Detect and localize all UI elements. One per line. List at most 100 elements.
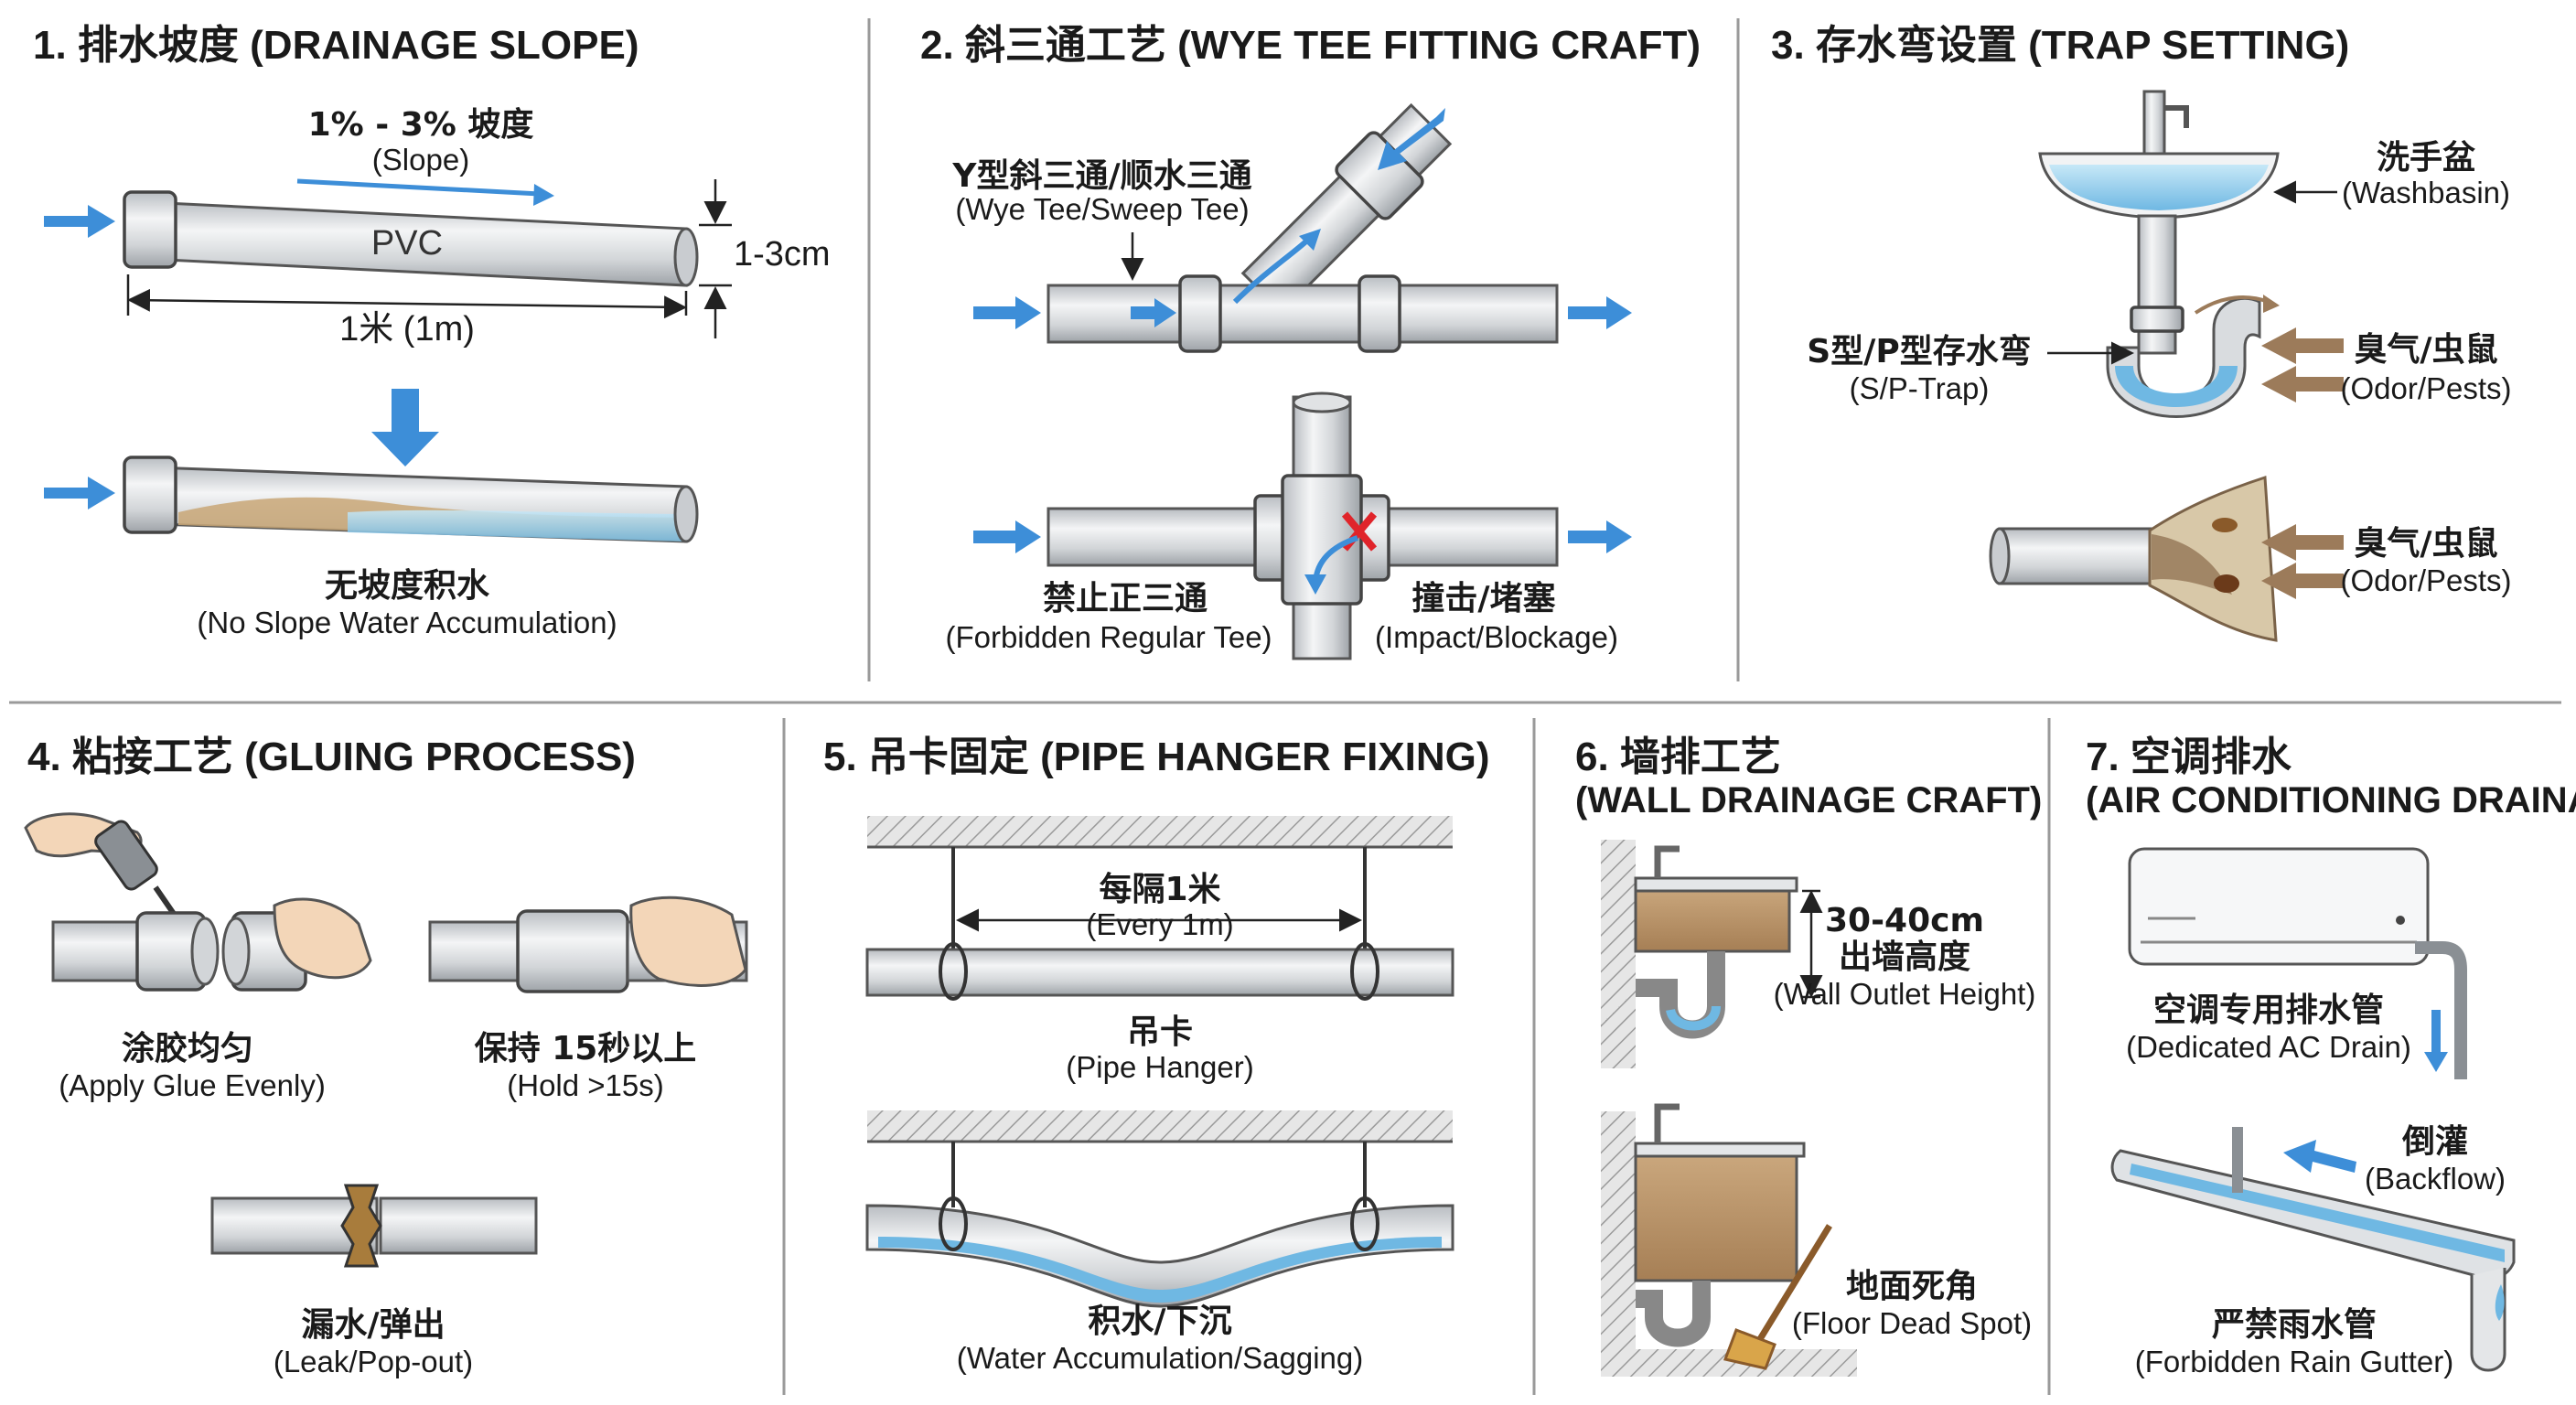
section-6-title-line1: 6. 墙排工艺 [1575, 735, 1781, 779]
inflow-arrow-bottom [44, 477, 115, 509]
section-1-title: 1. 排水坡度 (DRAINAGE SLOPE) [33, 23, 639, 68]
trap-label-en: (S/P-Trap) [1850, 371, 1990, 405]
flat-pipe-end [673, 485, 699, 543]
hold-pipe-left [428, 920, 523, 982]
section-7-title-line1: 7. 空调排水 [2086, 735, 2292, 779]
leak-pipe-right [379, 1196, 538, 1255]
trap-flow-arrow [2194, 295, 2270, 315]
section-5-title: 5. 吊卡固定 (PIPE HANGER FIXING) [823, 735, 1490, 779]
wye-main-pipe [1046, 284, 1559, 344]
pipe-socket [123, 190, 177, 269]
hanger-en: (Pipe Hanger) [1066, 1050, 1253, 1084]
sagging-pipe [865, 1204, 1454, 1308]
wall-trap-1-water [1666, 1005, 1721, 1031]
odor-2-cn: 臭气/虫鼠 [2354, 525, 2497, 563]
cockroach-icon [2212, 518, 2238, 532]
basin-label-cn: 洗手盆 [2377, 139, 2475, 177]
drain-cn: 空调专用排水管 [2153, 992, 2384, 1029]
backflow-en: (Backflow) [2365, 1162, 2506, 1196]
leak-gap [340, 1184, 382, 1268]
hung-pipe [865, 948, 1454, 997]
tee-label-en: (Forbidden Regular Tee) [945, 620, 1272, 654]
odor-arrow-1 [2261, 327, 2344, 364]
slope-percent-label: 1% - 3% 坡度 [308, 106, 534, 144]
sag-en: (Water Accumulation/Sagging) [957, 1341, 1364, 1375]
gutter-water [2130, 1164, 2505, 1262]
section-drainage-slope: 1. 排水坡度 (DRAINAGE SLOPE) 1% - 3% 坡度 (Slo… [33, 23, 831, 639]
wye-socket-left [1178, 274, 1222, 353]
section-gluing: 4. 粘接工艺 (GLUING PROCESS) 涂胶均匀 (Apply Glu… [24, 735, 748, 1378]
section-trap: 3. 存水弯设置 (TRAP SETTING) 洗手盆 (Washbasin) … [1771, 22, 2512, 642]
open-pipe-end [1989, 527, 2011, 585]
right-hand [273, 897, 372, 980]
backflow-arrow [2283, 1140, 2356, 1173]
flat-pipe-socket [123, 456, 177, 534]
standing-water [348, 509, 684, 542]
spacing-en: (Every 1m) [1086, 907, 1233, 941]
section-2-title: 2. 斜三通工艺 (WYE TEE FITTING CRAFT) [920, 23, 1701, 68]
faucet-spout [2164, 105, 2189, 128]
height-value: 30-40cm [1825, 902, 1984, 939]
glue-cn: 涂胶均匀 [122, 1030, 253, 1067]
backflow-cn: 倒灌 [2401, 1123, 2468, 1161]
tee-body-vertical [1281, 474, 1363, 606]
counter-1-top [1634, 876, 1798, 893]
leak-cn: 漏水/弹出 [301, 1306, 445, 1344]
tee-top-end [1292, 391, 1352, 413]
sag-clip-2 [1350, 1196, 1379, 1251]
hanger-clip-1 [939, 942, 968, 1001]
odor-arrow-3 [2261, 524, 2344, 561]
faucet-1 [1654, 845, 1680, 878]
odor-arrow-2 [2261, 366, 2344, 402]
downspout [2470, 1268, 2506, 1372]
sag-clip-1 [939, 1196, 968, 1251]
drain-en: (Dedicated AC Drain) [2126, 1030, 2411, 1064]
broom-handle [1757, 1224, 1832, 1341]
open-pipe [1998, 527, 2153, 585]
wall-1 [1601, 840, 1636, 1068]
ceiling-bottom [867, 1110, 1453, 1142]
trap-flow-arrow-head [2263, 295, 2280, 313]
tee-in-arrow [973, 520, 1041, 553]
basin-label-en: (Washbasin) [2342, 176, 2510, 209]
height-cn: 出墙高度 [1839, 938, 1970, 976]
wye-merge-arrow-head [1299, 229, 1321, 251]
tee-deflect-arrow-head [1304, 574, 1326, 595]
section-7-title-line2: (AIR CONDITIONING DRAINAGE) [2086, 780, 2576, 820]
counter-1 [1634, 885, 1791, 953]
faucet-2 [1654, 1103, 1680, 1143]
ceiling-top [867, 816, 1453, 847]
tee-label-cn: 禁止正三通 [1043, 580, 1208, 617]
wye-out-arrow [1568, 296, 1632, 329]
wye-branch-in-arrow [1378, 108, 1445, 170]
stain-shade [2152, 534, 2232, 595]
leak-en: (Leak/Pop-out) [274, 1345, 473, 1378]
cabinet-2 [1634, 1153, 1798, 1282]
ac-unit [2128, 847, 2430, 966]
trap-nut [2130, 306, 2184, 333]
wye-label-cn: Y型斜三通/顺水三通 [951, 157, 1251, 195]
down-arrow [371, 389, 439, 467]
gutter-cn: 严禁雨水管 [2212, 1306, 2377, 1344]
wall-2 [1601, 1111, 1636, 1377]
odor-1-en: (Odor/Pests) [2340, 371, 2511, 405]
ac-indicator-icon [2396, 916, 2405, 925]
drop-dim-label: 1-3cm [734, 235, 831, 273]
faucet [2142, 90, 2166, 159]
no-slope-cn: 无坡度积水 [325, 567, 490, 605]
floor-cn: 地面死角 [1846, 1268, 1978, 1305]
slope-arrow [296, 178, 541, 197]
section-3-title: 3. 存水弯设置 (TRAP SETTING) [1771, 22, 2349, 68]
section-wye-tee: 2. 斜三通工艺 (WYE TEE FITTING CRAFT) Y型斜三通/顺… [920, 23, 1701, 660]
floor-en: (Floor Dead Spot) [1792, 1306, 2032, 1340]
hold-socket [516, 909, 629, 993]
trap-label-cn: S型/P型存水弯 [1807, 332, 2031, 370]
trap-water [2115, 366, 2238, 407]
gutter-en: (Forbidden Rain Gutter) [2135, 1345, 2453, 1378]
broom-head [1723, 1328, 1776, 1370]
wye-in-arrow [973, 296, 1041, 329]
odor-2-en: (Odor/Pests) [2340, 563, 2511, 597]
wye-merge-arrow [1232, 237, 1311, 305]
pvc-label: PVC [371, 224, 443, 263]
